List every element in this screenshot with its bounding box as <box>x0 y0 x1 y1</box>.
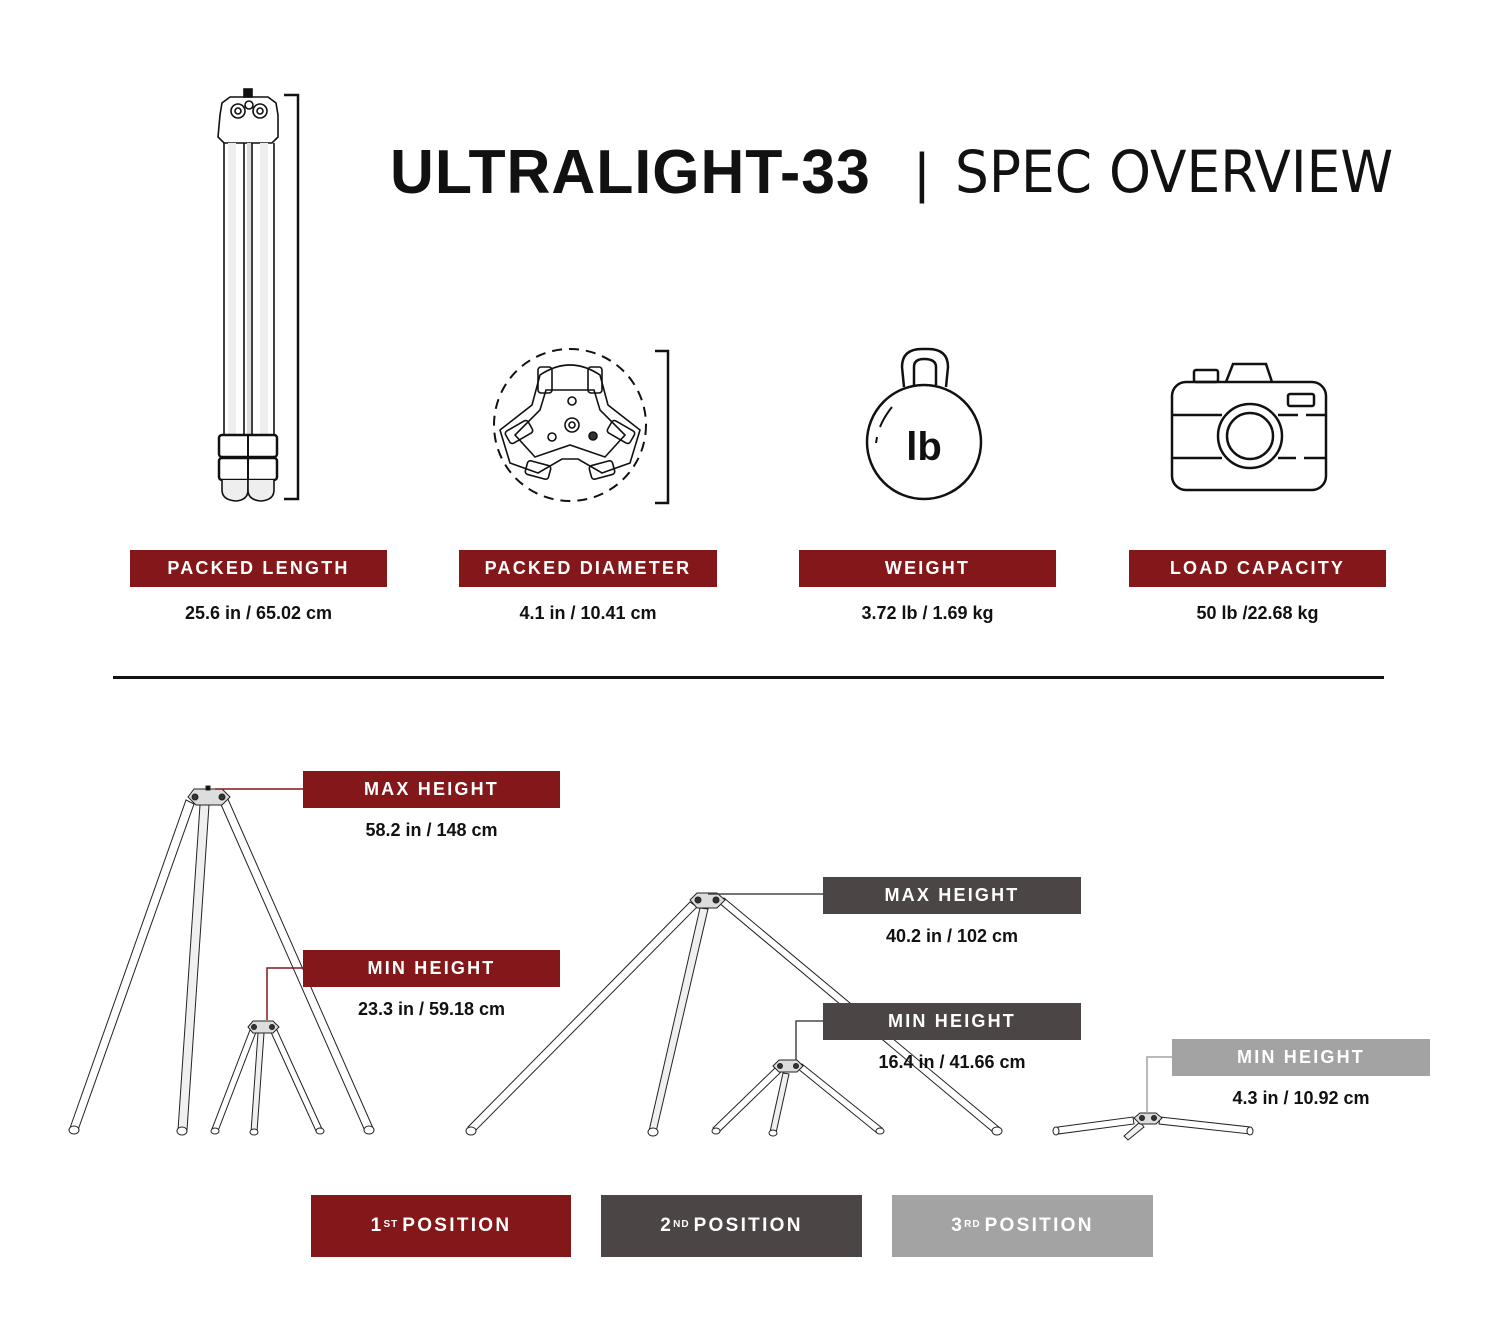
legend-second-word: POSITION <box>693 1215 803 1236</box>
spec-label-load-capacity: LOAD CAPACITY <box>1129 550 1386 587</box>
legend-third-number: 3 <box>951 1215 965 1236</box>
spec-label-packed-length: PACKED LENGTH <box>130 550 387 587</box>
third-position-min-height-value: 4.3 in / 10.92 cm <box>1232 1088 1370 1108</box>
legend-third-suffix: RD <box>964 1218 981 1230</box>
title-subtitle: SPEC OVERVIEW <box>955 138 1394 206</box>
leader-line-1st-min <box>266 967 304 1020</box>
legend-first-word: POSITION <box>402 1215 512 1236</box>
legend-second-number: 2 <box>660 1215 674 1236</box>
spec-value-packed-length: 25.6 in / 65.02 cm <box>184 603 333 623</box>
first-position-max-height-value: 58.2 in / 148 cm <box>365 820 498 840</box>
weight-icon-label: lb <box>906 425 942 469</box>
second-position-min-height-value: 16.4 in / 41.66 cm <box>878 1052 1026 1072</box>
kettlebell-weight-icon: lb <box>862 345 987 501</box>
camera-icon <box>1168 360 1330 495</box>
first-position-max-height-label: MAX HEIGHT <box>303 771 560 808</box>
first-position-min-height-value: 23.3 in / 59.18 cm <box>357 999 506 1019</box>
second-position-max-height-value: 40.2 in / 102 cm <box>885 926 1019 946</box>
tripod-1st-min-icon <box>210 1020 325 1136</box>
spec-label-weight: WEIGHT <box>799 550 1056 587</box>
first-position-min-height-label: MIN HEIGHT <box>303 950 560 987</box>
tripod-top-diameter-icon <box>490 345 675 510</box>
legend-third-word: POSITION <box>984 1215 1094 1236</box>
legend-first-suffix: ST <box>383 1218 399 1230</box>
section-divider <box>113 676 1384 679</box>
spec-value-load-capacity: 50 lb /22.68 kg <box>1196 603 1319 623</box>
tripod-3rd-min-icon <box>1052 1112 1254 1141</box>
second-position-max-height-label: MAX HEIGHT <box>823 877 1081 914</box>
legend-second-suffix: ND <box>673 1218 690 1230</box>
leader-line-3rd-min <box>1146 1056 1173 1113</box>
third-position-min-height-label: MIN HEIGHT <box>1172 1039 1430 1076</box>
packed-tripod-icon <box>200 85 310 510</box>
leader-line-2nd-min <box>795 1020 824 1060</box>
legend-first-number: 1 <box>370 1215 384 1236</box>
page-title: ULTRALIGHT-33 | SPEC OVERVIEW <box>390 136 1431 208</box>
title-separator: | <box>914 140 930 204</box>
product-name: ULTRALIGHT-33 <box>390 137 871 207</box>
spec-value-packed-diameter: 4.1 in / 10.41 cm <box>519 603 657 623</box>
second-position-min-height-label: MIN HEIGHT <box>823 1003 1081 1040</box>
spec-value-weight: 3.72 lb / 1.69 kg <box>861 603 994 623</box>
spec-label-packed-diameter: PACKED DIAMETER <box>459 550 717 587</box>
